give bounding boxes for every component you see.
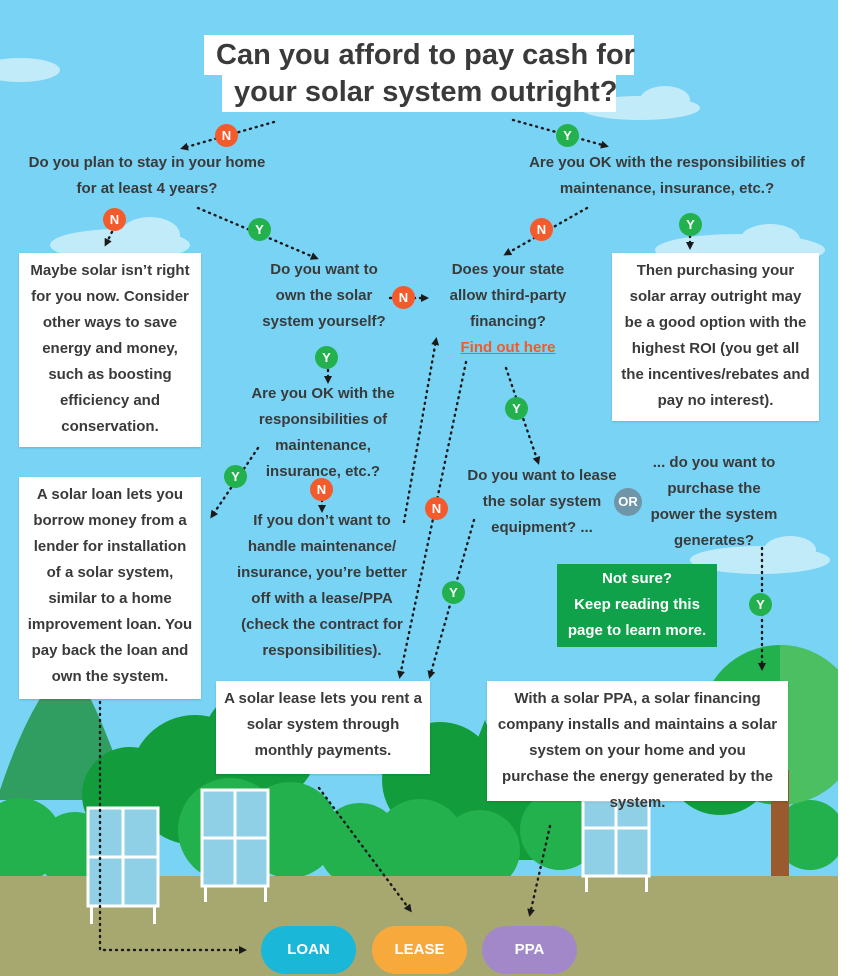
no-badge-5: N — [310, 478, 333, 501]
box-solar-ppa: With a solar PPA, a solar financing comp… — [487, 681, 788, 811]
title-line-1: Can you afford to pay cash for — [204, 35, 635, 75]
find-out-link[interactable]: Find out here — [460, 339, 556, 356]
question-lease-equipment: Do you want to lease the solar system eq… — [467, 467, 617, 536]
solar-panel-left — [86, 806, 160, 924]
yes-badge-4: Y — [315, 346, 338, 369]
or-badge: OR — [614, 488, 642, 516]
box-solar-loan: A solar loan lets you borrow money from … — [19, 477, 201, 699]
no-badge-2: N — [103, 208, 126, 231]
yes-badge-7: Y — [442, 581, 465, 604]
yes-badge-3: Y — [679, 213, 702, 236]
question-purchase-power: ... do you want to purchase the power th… — [650, 454, 778, 549]
box-maybe-not: Maybe solar isn’t right for you now. Con… — [19, 253, 201, 447]
question-ok-responsibilities-top: Are you OK with the responsibilities of … — [529, 154, 805, 197]
box-not-sure[interactable]: Not sure? Keep reading this page to lear… — [557, 564, 717, 647]
no-badge-1: N — [215, 124, 238, 147]
no-badge-4: N — [392, 286, 415, 309]
not-sure-line-2: Keep reading this page to learn more. — [567, 596, 707, 639]
yes-badge-5: Y — [505, 397, 528, 420]
question-own-system: Do you want to own the solar system your… — [262, 261, 386, 330]
solar-panel-middle — [200, 788, 270, 902]
question-stay-home: Do you plan to stay in your home for at … — [28, 154, 266, 197]
outcome-lease[interactable]: LEASE — [372, 926, 467, 974]
no-badge-6: N — [425, 497, 448, 520]
outcome-loan[interactable]: LOAN — [261, 926, 356, 974]
solar-panel-right — [581, 798, 651, 892]
yes-badge-8: Y — [749, 593, 772, 616]
question-ok-responsibilities-mid: Are you OK with the responsibilities of … — [251, 385, 395, 480]
outcome-ppa[interactable]: PPA — [482, 926, 577, 974]
not-sure-line-1: Not sure? — [601, 570, 672, 587]
yes-badge-6: Y — [224, 465, 247, 488]
box-purchase-outright: Then purchasing your solar array outrigh… — [612, 253, 819, 421]
title-line-2: your solar system outright? — [222, 72, 618, 112]
yes-badge-1: Y — [556, 124, 579, 147]
question-third-party: Does your state allow third-party financ… — [438, 257, 578, 361]
yes-badge-2: Y — [248, 218, 271, 241]
question-third-party-text: Does your state allow third-party financ… — [449, 261, 567, 330]
box-solar-lease: A solar lease lets you rent a solar syst… — [216, 681, 430, 774]
note-lease-ppa: If you don’t want to handle maintenance/… — [236, 512, 408, 659]
no-badge-3: N — [530, 218, 553, 241]
